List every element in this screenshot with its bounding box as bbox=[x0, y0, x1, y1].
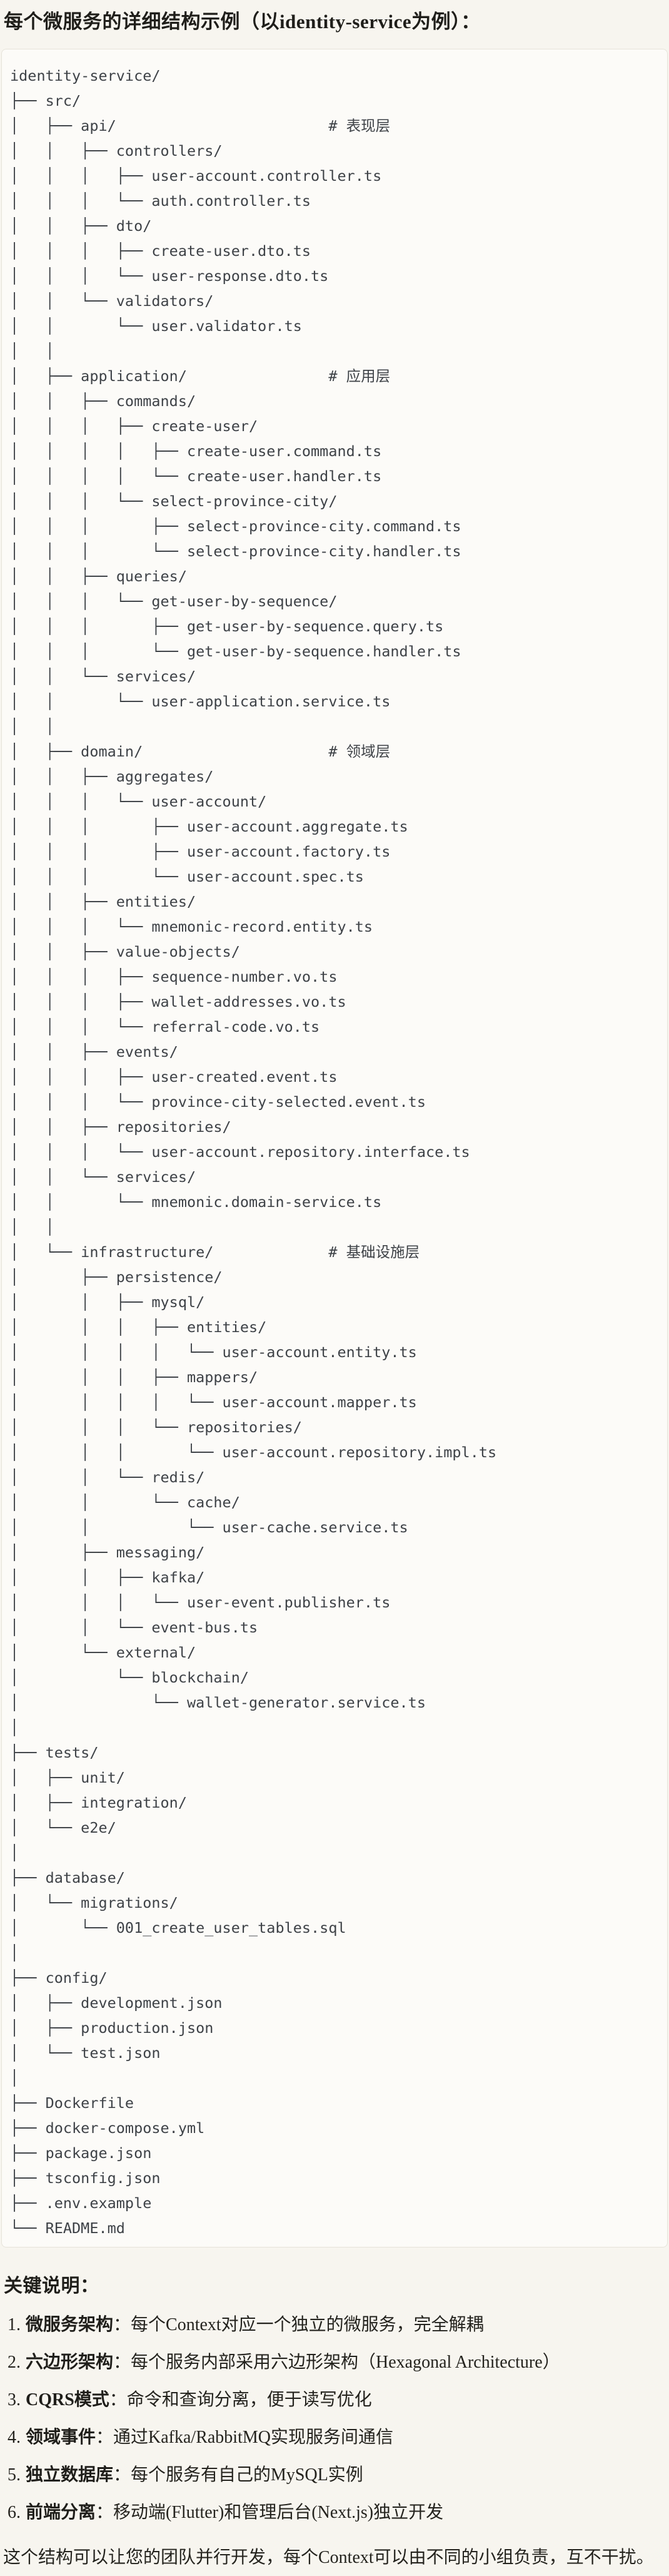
item-text: ：命令和查询分离，便于读写优化 bbox=[109, 2390, 372, 2410]
note-item-microservice: 1. 微服务架构：每个Context对应一个独立的微服务，完全解耦 bbox=[8, 2313, 668, 2338]
item-label: 前端分离 bbox=[26, 2503, 96, 2522]
item-text: ：移动端(Flutter)和管理后台(Next.js)独立开发 bbox=[96, 2503, 444, 2522]
note-item-cqrs: 3.CQRS模式：命令和查询分离，便于读写优化 bbox=[8, 2388, 668, 2413]
directory-tree-block: identity-service/ ├── src/ │ ├── api/ # … bbox=[1, 49, 668, 2248]
note-item-domain-events: 4. 领域事件：通过Kafka/RabbitMQ实现服务间通信 bbox=[8, 2425, 668, 2450]
item-number: 6. bbox=[8, 2503, 21, 2522]
item-number: 4. bbox=[8, 2428, 21, 2447]
item-label: 微服务架构 bbox=[26, 2315, 114, 2334]
item-number: 3. bbox=[8, 2390, 21, 2410]
item-number: 5. bbox=[8, 2465, 21, 2485]
item-text: ：每个服务内部采用六边形架构（Hexagonal Architecture） bbox=[113, 2353, 560, 2372]
item-text: ：通过Kafka/RabbitMQ实现服务间通信 bbox=[96, 2428, 393, 2447]
note-item-database: 5.独立数据库：每个服务有自己的MySQL实例 bbox=[8, 2463, 668, 2488]
item-label: 独立数据库 bbox=[26, 2465, 114, 2485]
item-text: ：每个Context对应一个独立的微服务，完全解耦 bbox=[113, 2315, 484, 2334]
notes-heading: 关键说明： bbox=[4, 2276, 99, 2296]
closing-paragraph: 这个结构可以让您的团队并行开发，每个Context可以由不同的小组负责，互不干扰… bbox=[3, 2548, 654, 2567]
note-item-frontend: 6. 前端分离：移动端(Flutter)和管理后台(Next.js)独立开发 bbox=[8, 2500, 668, 2525]
directory-tree: identity-service/ ├── src/ │ ├── api/ # … bbox=[10, 67, 497, 2237]
note-item-hexagonal: 2. 六边形架构：每个服务内部采用六边形架构（Hexagonal Architec… bbox=[8, 2350, 668, 2375]
item-text: ：每个服务有自己的MySQL实例 bbox=[113, 2465, 363, 2485]
item-label: CQRS模式 bbox=[26, 2390, 109, 2410]
item-number: 2. bbox=[8, 2353, 21, 2372]
page-title: 每个微服务的详细结构示例（以identity-service为例）： bbox=[4, 11, 481, 33]
item-number: 1. bbox=[8, 2315, 21, 2334]
item-label: 领域事件 bbox=[26, 2428, 96, 2447]
notes-list: 1. 微服务架构：每个Context对应一个独立的微服务，完全解耦 2. 六边形架构… bbox=[1, 2313, 668, 2525]
item-label: 六边形架构 bbox=[26, 2353, 114, 2372]
